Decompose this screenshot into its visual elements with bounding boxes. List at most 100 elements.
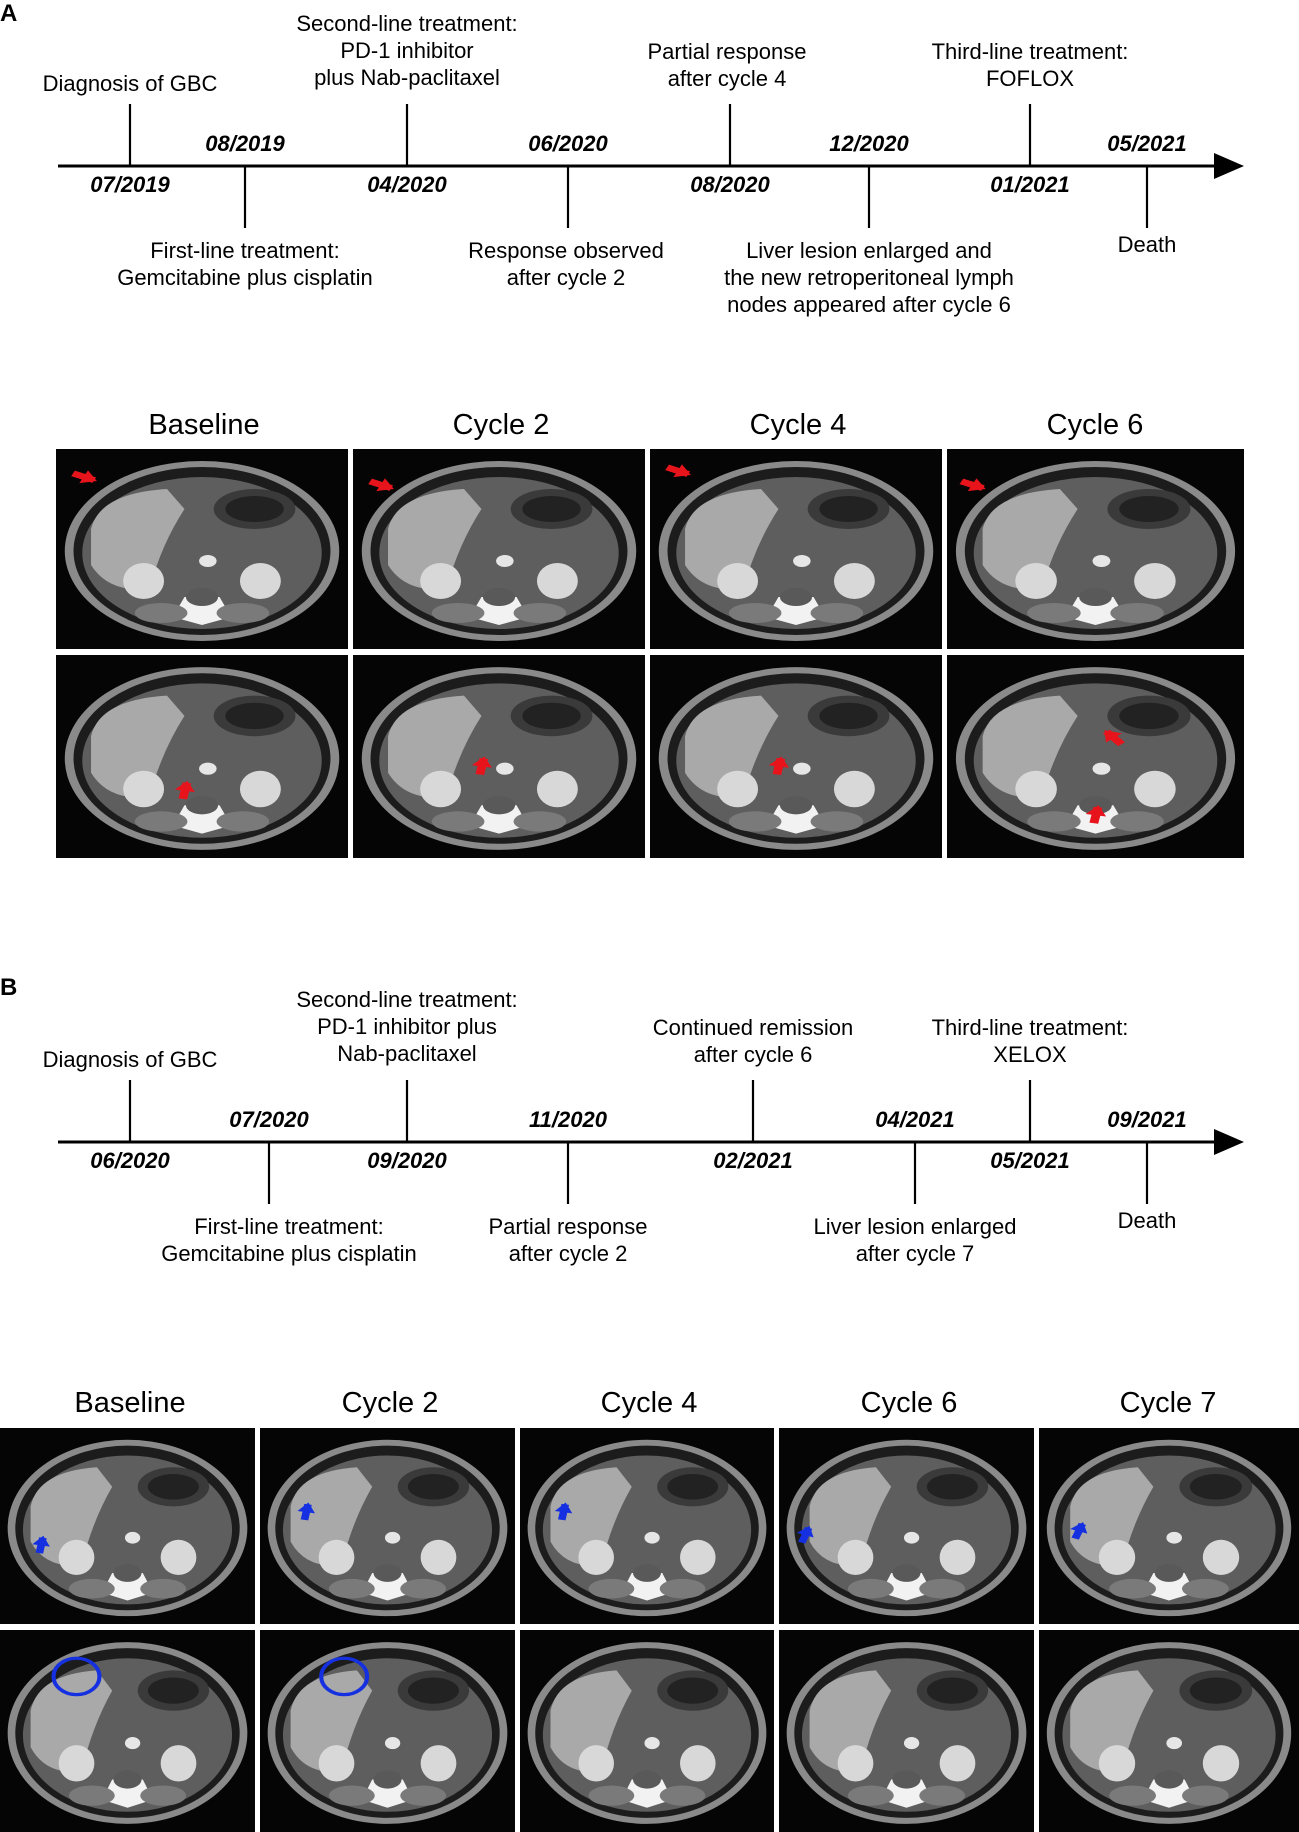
vertebra <box>621 1779 673 1808</box>
paraspinal-muscle-left <box>810 603 864 623</box>
stomach-lumen <box>522 702 581 730</box>
event-b-partial-response: Partial response after cycle 2 <box>488 1214 648 1266</box>
vertebral-body <box>185 796 219 815</box>
stomach-lumen <box>407 1677 459 1704</box>
stomach-lumen <box>1189 1474 1242 1500</box>
kidney-left <box>420 1745 457 1782</box>
date-b-11-2020: 11/2020 <box>529 1107 607 1132</box>
stomach-lumen <box>1119 702 1179 730</box>
kidney-left <box>536 563 578 599</box>
date-b-04-2021: 04/2021 <box>875 1107 955 1132</box>
stomach-lumen <box>407 1474 459 1500</box>
vertebra <box>172 805 232 834</box>
date-a-06-2020: 06/2020 <box>528 131 608 156</box>
vertebral-body <box>373 1770 402 1789</box>
ct-a-baseline-lower <box>56 655 348 858</box>
vertebra <box>766 597 826 625</box>
paraspinal-muscle-right <box>588 1578 635 1599</box>
kidney-right <box>837 1539 874 1575</box>
vertebral-body <box>185 588 219 606</box>
col-b-cycle4: Cycle 4 <box>600 1387 698 1419</box>
vertebral-body <box>482 796 516 815</box>
kidney-right <box>578 1539 614 1575</box>
col-a-baseline: Baseline <box>148 409 260 441</box>
stomach-lumen <box>522 496 581 522</box>
event-a-second-line: Second-line treatment: PD-1 inhibitor pl… <box>296 11 518 90</box>
aorta <box>384 1531 401 1544</box>
kidney-right <box>58 1745 95 1782</box>
stomach-lumen <box>1189 1677 1242 1704</box>
vertebral-body <box>1079 588 1112 606</box>
liver <box>809 1467 892 1566</box>
timeline-a <box>58 104 1244 228</box>
paraspinal-muscle-right <box>1109 1785 1156 1806</box>
stomach-lumen <box>225 496 284 522</box>
aorta <box>1166 1531 1182 1544</box>
stomach-lumen <box>819 496 878 522</box>
vertebra <box>766 805 826 834</box>
paraspinal-muscle-left <box>919 1785 966 1806</box>
paraspinal-muscle-right <box>431 603 485 623</box>
vertebra <box>469 805 529 834</box>
kidney-left <box>939 1539 976 1575</box>
event-b-diagnosis: Diagnosis of GBC <box>42 1047 218 1072</box>
kidney-left <box>680 1539 716 1575</box>
lesion-arrow-icon <box>368 478 394 492</box>
lesion-arrow-icon <box>1102 729 1126 747</box>
kidney-right <box>58 1539 95 1575</box>
paraspinal-muscle-left <box>513 811 567 832</box>
vertebral-body <box>633 1770 661 1789</box>
date-b-06-2020: 06/2020 <box>90 1148 170 1173</box>
liver <box>982 695 1078 798</box>
event-a-death: Death <box>1117 232 1177 257</box>
lesion-arrow-icon <box>959 478 986 492</box>
event-a-first-line: First-line treatment: Gemcitabine plus c… <box>117 238 373 290</box>
paraspinal-muscle-left <box>216 603 270 623</box>
ct-b-cycle4-lower <box>520 1630 774 1832</box>
aorta <box>496 762 514 775</box>
kidney-left <box>1134 770 1176 808</box>
kidney-left <box>1202 1539 1240 1575</box>
lesion-arrow-icon <box>1070 1522 1088 1540</box>
kidney-right <box>1098 1539 1136 1575</box>
kidney-left <box>160 1539 197 1575</box>
date-b-07-2020: 07/2020 <box>229 1107 309 1132</box>
event-a-liver-enlarged: Liver lesion enlarged and the new retrop… <box>724 238 1014 317</box>
lesion-arrow-icon <box>174 780 195 800</box>
lesion-arrow-icon <box>554 1502 573 1521</box>
kidney-left <box>239 563 281 599</box>
vertebral-body <box>633 1564 661 1582</box>
ct-a-cycle6-lower <box>947 655 1244 858</box>
paraspinal-muscle-left <box>400 1785 447 1806</box>
kidney-right <box>717 770 759 808</box>
aorta <box>1166 1737 1182 1750</box>
vertebral-body <box>113 1770 142 1789</box>
kidney-right <box>123 770 165 808</box>
liver <box>1070 1467 1154 1566</box>
paraspinal-muscle-right <box>431 811 485 832</box>
paraspinal-muscle-left <box>140 1785 187 1806</box>
stomach-lumen <box>225 702 284 730</box>
ct-grid-a <box>56 449 1244 858</box>
liver <box>290 1670 373 1772</box>
date-a-12-2020: 12/2020 <box>829 131 909 156</box>
aorta <box>199 762 217 775</box>
vertebra <box>102 1779 153 1808</box>
col-a-cycle2: Cycle 2 <box>452 409 550 441</box>
liver <box>388 489 482 590</box>
paraspinal-muscle-left <box>1182 1578 1229 1599</box>
paraspinal-muscle-right <box>68 1785 115 1806</box>
paraspinal-muscle-left <box>659 1578 706 1599</box>
lesion-arrow-icon <box>471 756 492 776</box>
paraspinal-muscle-right <box>728 603 782 623</box>
date-a-07-2019: 07/2019 <box>90 172 170 197</box>
kidney-right <box>318 1539 355 1575</box>
col-b-cycle7: Cycle 7 <box>1119 1387 1217 1419</box>
date-b-09-2021: 09/2021 <box>1107 1107 1187 1132</box>
paraspinal-muscle-right <box>588 1785 635 1806</box>
liver <box>550 1467 632 1566</box>
aorta <box>644 1737 660 1750</box>
ct-a-cycle4-upper <box>650 449 942 649</box>
vertebral-body <box>373 1564 402 1582</box>
lesion-arrow-icon <box>71 470 97 484</box>
